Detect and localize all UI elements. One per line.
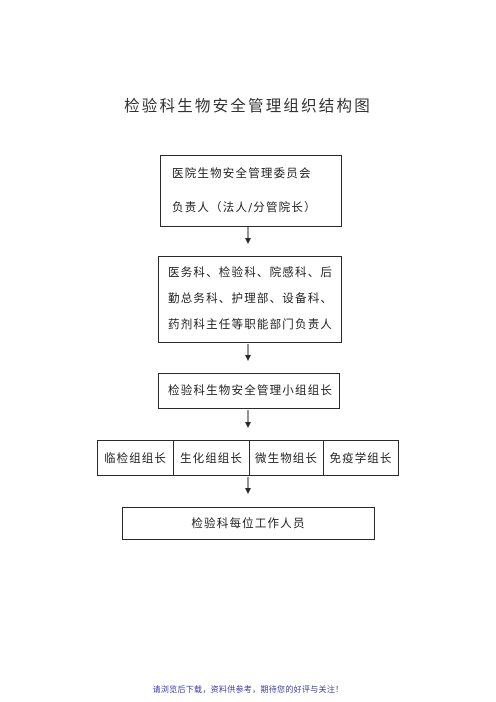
- arrowhead-4: [245, 488, 251, 494]
- arrowhead-1: [245, 238, 251, 244]
- committee-line-2: 负责人（法人/分管院长）: [172, 200, 317, 214]
- staff-box: 检验科每位工作人员: [122, 507, 375, 540]
- arrowhead-2: [245, 355, 251, 361]
- group-leaders-row: 临检组组长 生化组组长 微生物组长 免疫学组长: [97, 440, 399, 476]
- leader-box-microbiology: 微生物组长: [249, 440, 324, 476]
- footer-note: 请浏览后下载，资料供参考，期待您的好评与关注！: [152, 685, 344, 694]
- leader-box-immunology: 免疫学组长: [323, 440, 399, 476]
- arrowhead-3: [245, 422, 251, 428]
- safety-group-leader-box: 检验科生物安全管理小组组长: [158, 373, 340, 409]
- staff-label: 检验科每位工作人员: [191, 516, 306, 530]
- committee-box: 医院生物安全管理委员会 负责人（法人/分管院长）: [160, 155, 342, 227]
- departments-line-1: 医务科、检验科、院感科、后: [168, 265, 334, 279]
- committee-line-1: 医院生物安全管理委员会: [172, 166, 312, 180]
- leader-box-biochemistry: 生化组组长: [173, 440, 250, 476]
- departments-line-3: 药剂科主任等职能部门负责人: [168, 317, 334, 331]
- safety-group-leader-label: 检验科生物安全管理小组组长: [168, 383, 334, 397]
- departments-box: 医务科、检验科、院感科、后 勤总务科、护理部、设备科、 药剂科主任等职能部门负责…: [158, 256, 342, 343]
- diagram-title: 检验科生物安全管理组织结构图: [124, 97, 372, 115]
- departments-line-2: 勤总务科、护理部、设备科、: [168, 291, 334, 305]
- leader-box-clinical: 临检组组长: [97, 440, 174, 476]
